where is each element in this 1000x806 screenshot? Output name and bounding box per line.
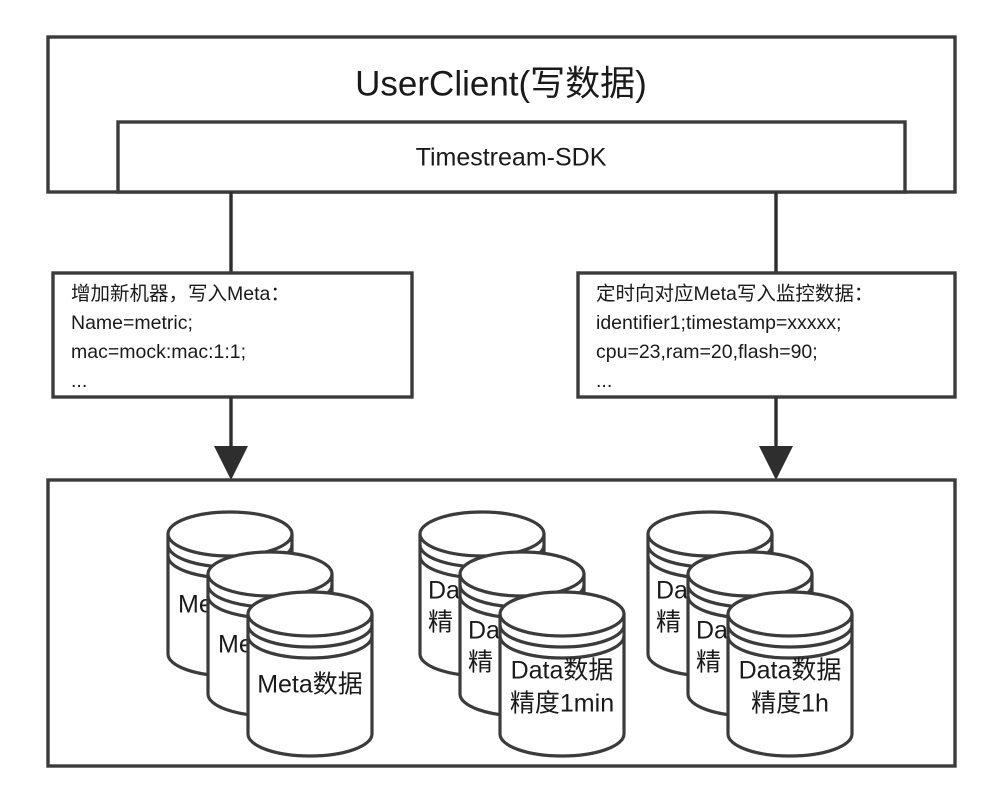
meta-cylinder-front: Meta数据 bbox=[246, 590, 374, 758]
monitor-write-note-line-1: 定时向对应Meta写入监控数据： bbox=[596, 283, 873, 305]
timestream-sdk-label: Timestream-SDK bbox=[416, 144, 607, 172]
meta-write-note-line-2: Name=metric; bbox=[71, 312, 193, 334]
monitor-write-note-line-2: identifier1;timestamp=xxxxx; bbox=[596, 312, 841, 334]
monitor-write-note-line-4: ... bbox=[596, 370, 612, 392]
storage-group-data-1h: Da 精 Da 精 Data数据 bbox=[646, 510, 854, 758]
storage-group-meta: Me Me Meta数据 bbox=[166, 510, 374, 758]
arrowhead-left-icon bbox=[214, 446, 248, 480]
data-1min-back-1-label-a: Da bbox=[428, 577, 460, 605]
data-1h-back-1-label-b: 精 bbox=[656, 609, 681, 637]
timestream-sdk-box bbox=[116, 120, 907, 194]
data-1min-store-label-line2: 精度1min bbox=[510, 690, 614, 718]
meta-write-note-line-1: 增加新机器，写入Meta： bbox=[71, 283, 290, 305]
data-1min-store-label-line1: Data数据 bbox=[511, 657, 614, 685]
meta-store-label: Meta数据 bbox=[257, 671, 363, 699]
meta-write-note-box bbox=[51, 271, 414, 399]
data-1h-cylinder-front: Data数据 精度1h bbox=[726, 590, 854, 758]
data-1h-back-2-label-a: Da bbox=[696, 617, 728, 645]
arrowhead-right-icon bbox=[759, 446, 793, 480]
userclient-title: UserClient(写数据) bbox=[355, 64, 647, 103]
storage-group-data-1min: Da 精 Da 精 Data数据 bbox=[418, 510, 626, 758]
meta-write-note-line-3: mac=mock:mac:1:1; bbox=[71, 341, 246, 363]
data-1h-back-1-label-a: Da bbox=[656, 577, 688, 605]
data-1h-back-2-label-b: 精 bbox=[696, 649, 721, 677]
data-1min-cylinder-front: Data数据 精度1min bbox=[498, 590, 626, 758]
data-1h-store-label-line2: 精度1h bbox=[751, 690, 829, 718]
monitor-write-note-line-3: cpu=23,ram=20,flash=90; bbox=[596, 341, 818, 363]
data-1min-back-2-label-a: Da bbox=[468, 617, 500, 645]
data-1min-back-1-label-b: 精 bbox=[428, 609, 453, 637]
monitor-write-note-box bbox=[576, 271, 957, 399]
data-1min-back-2-label-b: 精 bbox=[468, 649, 493, 677]
data-1h-store-label-line1: Data数据 bbox=[739, 657, 842, 685]
meta-write-note-line-4: ... bbox=[71, 370, 87, 392]
